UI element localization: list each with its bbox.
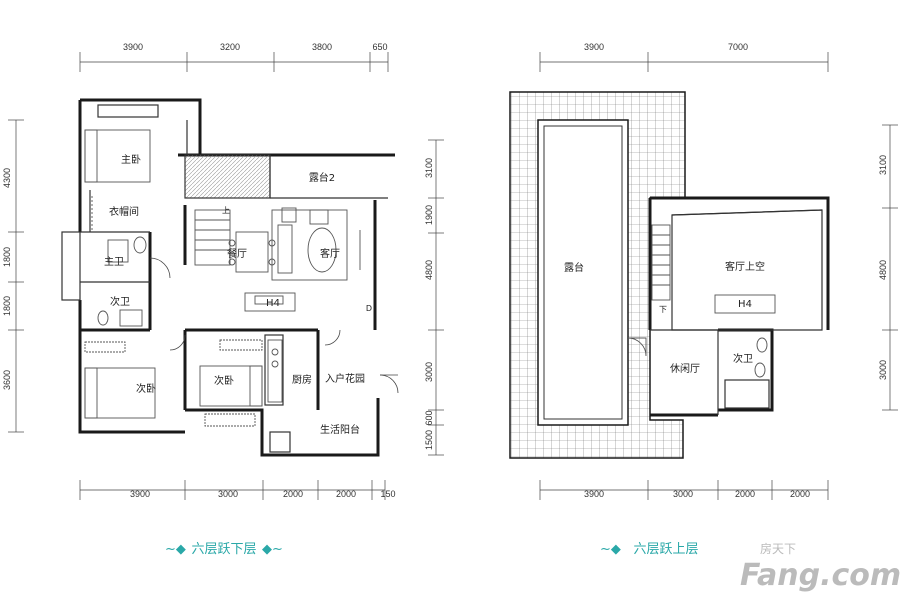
lower-caption-ornament-left-icon: ~◆: [165, 542, 186, 557]
lower-right-dim-5: 600: [424, 410, 434, 425]
upper-caption-ornament-left-icon: ~◆: [600, 542, 621, 557]
room-bedroom-b: 次卧: [214, 374, 234, 387]
upper-top-dim-2: 7000: [728, 42, 748, 52]
lower-bottom-dimension: [79, 480, 386, 500]
room-living-void: 客厅上空: [725, 260, 765, 273]
lower-top-dim-1: 3900: [123, 42, 143, 52]
room-kitchen: 厨房: [292, 373, 312, 386]
watermark-brand: Fang.com: [740, 558, 900, 593]
lower-top-dim-2: 3200: [220, 42, 240, 52]
stair-down-label: 下: [659, 305, 667, 314]
room-terrace-2: 露台2: [309, 171, 335, 184]
lower-bottom-dim-2: 3000: [218, 489, 238, 499]
lower-furniture: [84, 129, 361, 427]
upper-bottom-dim-3: 2000: [735, 489, 755, 499]
lower-caption-ornament-right-icon: ◆~: [262, 542, 283, 557]
room-terrace: 露台: [564, 261, 584, 274]
upper-bottom-dim-2: 3000: [673, 489, 693, 499]
lower-top-dim-3: 3800: [312, 42, 332, 52]
lower-left-dimension: [8, 119, 24, 433]
lower-partitions: [61, 104, 388, 453]
room-entry-garden: 入户花园: [325, 372, 365, 385]
lower-right-dim-3: 4800: [424, 260, 434, 280]
room-leisure-hall: 休闲厅: [670, 362, 700, 375]
room-master-bedroom: 主卧: [121, 153, 141, 166]
lower-right-dim-1: 3100: [424, 158, 434, 178]
lower-left-dim-4: 3600: [2, 370, 12, 390]
lower-right-dimension: [428, 139, 444, 456]
lower-caption-text: 六层跃下层: [191, 542, 256, 557]
lower-bottom-dim-5: 150: [380, 489, 395, 499]
upper-caption: ~◆ 六层跃上层: [600, 542, 699, 557]
room-bedroom-a: 次卧: [136, 382, 156, 395]
stair-up-label: 上: [222, 206, 230, 215]
lower-right-dim-6: 1500: [424, 430, 434, 450]
room-dining: 餐厅: [227, 247, 247, 260]
lower-caption: ~◆ 六层跃下层 ◆~: [165, 542, 283, 557]
lower-bottom-dim-1: 3900: [130, 489, 150, 499]
lower-top-dimension: [79, 52, 389, 72]
upper-bottom-dimension: [539, 480, 829, 500]
upper-right-dim-2: 4800: [878, 260, 888, 280]
lower-floor-plan: 3900 3200 3800 650 3900 3000 2000 2000 1…: [2, 42, 444, 557]
upper-partitions: [650, 209, 823, 415]
upper-bottom-dim-4: 2000: [790, 489, 810, 499]
lower-walls: [78, 98, 395, 457]
upper-right-dim-3: 3000: [878, 360, 888, 380]
lower-right-dim-2: 1900: [424, 205, 434, 225]
lower-bottom-dim-3: 2000: [283, 489, 303, 499]
upper-top-dimension: [539, 52, 829, 72]
room-second-bath: 次卫: [110, 295, 130, 308]
entry-marker: D: [366, 304, 372, 313]
room-upper-second-bath: 次卫: [733, 352, 753, 365]
upper-top-dim-1: 3900: [584, 42, 604, 52]
upper-caption-text: 六层跃上层: [633, 542, 698, 557]
upper-terrace-parapet: [509, 91, 686, 459]
upper-bottom-dim-1: 3900: [584, 489, 604, 499]
lower-right-dim-4: 3000: [424, 362, 434, 382]
room-living: 客厅: [320, 247, 340, 260]
lower-top-dim-4: 650: [372, 42, 387, 52]
upper-terrace-inner-edge: [543, 125, 623, 420]
lower-left-dim-3: 1800: [2, 296, 12, 316]
watermark: 房天下 Fang.com: [740, 541, 900, 593]
unit-label-upper: H4: [738, 299, 752, 310]
unit-label-lower: H4: [266, 298, 280, 309]
room-service-balcony: 生活阳台: [320, 423, 360, 436]
watermark-cn: 房天下: [760, 541, 796, 556]
lower-left-dim-2: 1800: [2, 247, 12, 267]
room-closet: 衣帽间: [109, 205, 139, 218]
upper-right-dim-1: 3100: [878, 155, 888, 175]
upper-furniture: [627, 224, 776, 378]
upper-floor-plan: 3900 7000 3900 3000 2000 2000 3100 4800 …: [509, 42, 898, 557]
room-master-bath: 主卫: [104, 256, 124, 268]
upper-right-dimension: [882, 124, 898, 411]
lower-bottom-dim-4: 2000: [336, 489, 356, 499]
lower-doors: [149, 257, 399, 394]
lower-left-dim-1: 4300: [2, 168, 12, 188]
